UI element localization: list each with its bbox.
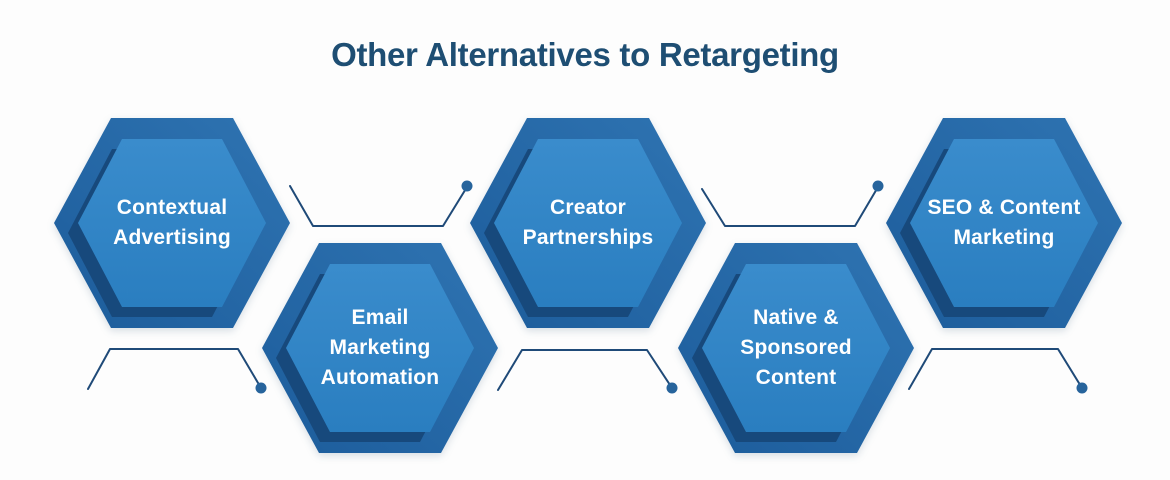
connector-dot-4 xyxy=(872,180,884,192)
connector-top-1 xyxy=(289,185,468,227)
connector-bottom-3 xyxy=(908,348,1083,390)
connector-bottom-2 xyxy=(497,349,673,391)
hexagon-email-marketing-automation: Email Marketing Automation xyxy=(262,243,498,453)
hexagon-label: SEO & Content Marketing xyxy=(927,196,1081,249)
hexagon-label: Native & Sponsored Content xyxy=(740,306,852,389)
connector-dot-3 xyxy=(666,382,678,394)
hexagon-shape xyxy=(678,243,914,453)
hexagon-contextual-advertising: Contextual Advertising xyxy=(54,118,290,328)
hexagon-seo-content-marketing: SEO & Content Marketing xyxy=(886,118,1122,328)
hexagon-native-sponsored-content: Native & Sponsored Content xyxy=(678,243,914,453)
hexagon-creator-partnerships: Creator Partnerships xyxy=(470,118,706,328)
hexagon-label: Contextual Advertising xyxy=(113,196,231,249)
page-title: Other Alternatives to Retargeting xyxy=(331,36,839,73)
hexagon-shape xyxy=(262,243,498,453)
hexagon-shape xyxy=(470,118,706,328)
hexagon-label: Email Marketing Automation xyxy=(320,306,440,389)
hexagon-shape xyxy=(886,118,1122,328)
hexagon-label: Creator Partnerships xyxy=(522,196,654,249)
hexagon-shape xyxy=(54,118,290,328)
connector-top-2 xyxy=(701,186,879,227)
connector-dot-5 xyxy=(1076,382,1088,394)
connector-bottom-1 xyxy=(87,348,262,390)
